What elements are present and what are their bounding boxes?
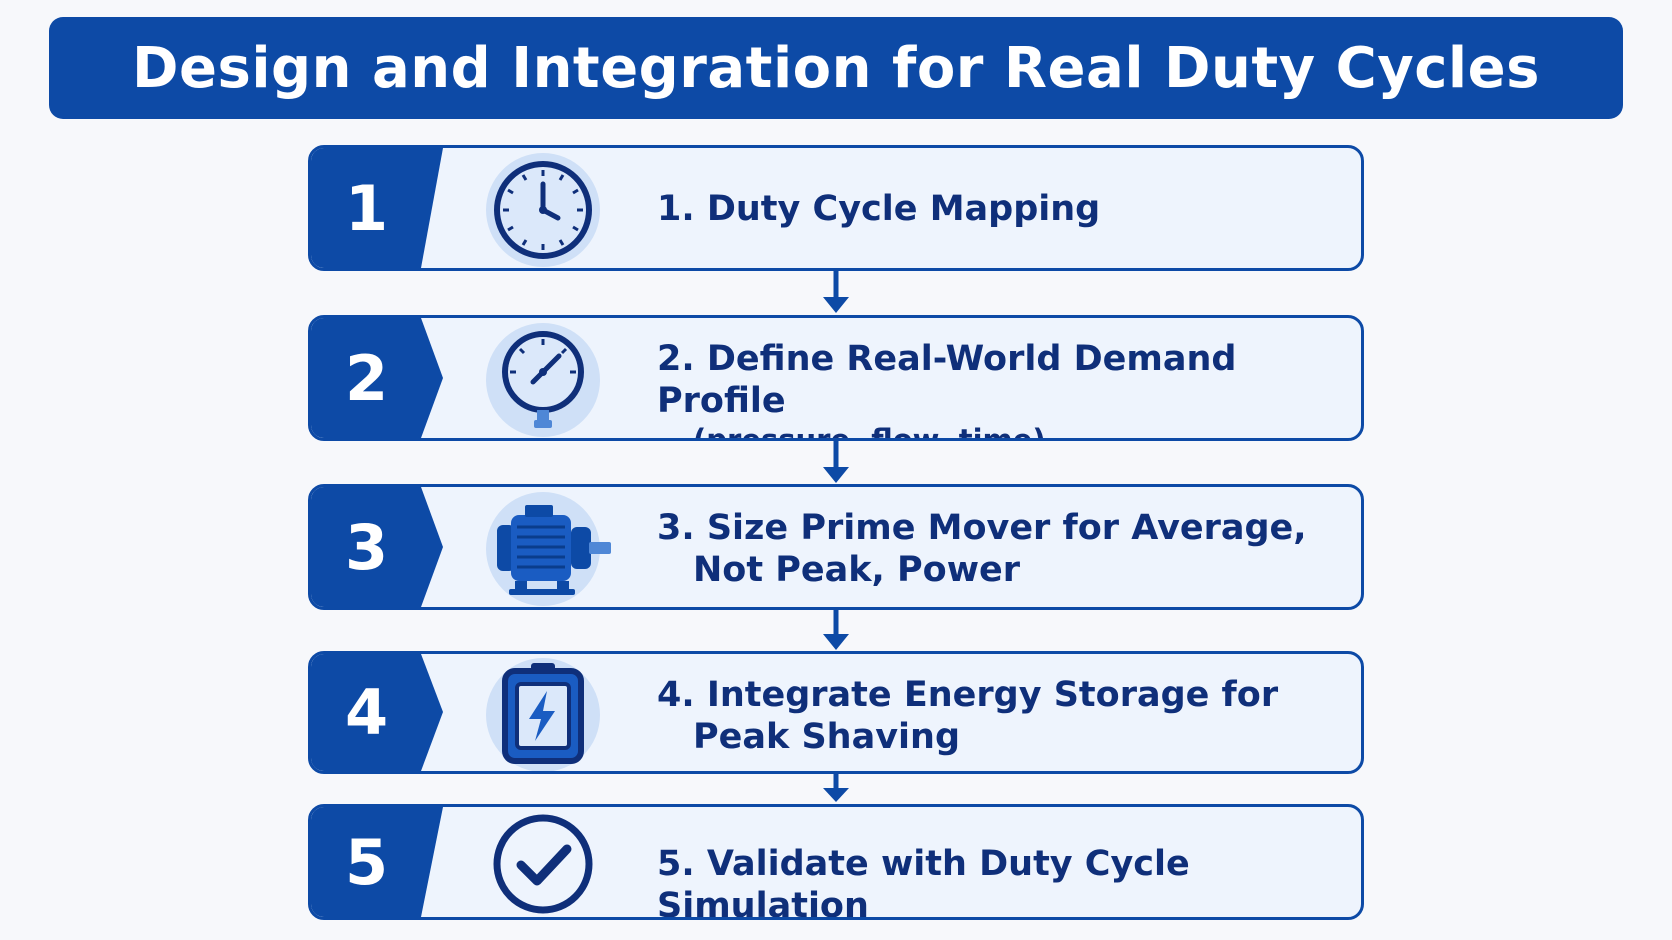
- step-title: 3. Size Prime Mover for Average,: [657, 508, 1307, 548]
- step-4-box: 4 4. Integrate Energy Storage for Peak S…: [308, 651, 1364, 774]
- page-title: Design and Integration for Real Duty Cyc…: [132, 35, 1540, 101]
- step-number: 1: [345, 171, 389, 245]
- step-1-box: 1 1. Duty Cycle Mapping: [308, 145, 1364, 271]
- step-label: 4. Integrate Energy Storage for Peak Sha…: [657, 674, 1278, 758]
- step-number: 2: [345, 341, 389, 415]
- step-label: 5. Validate with Duty Cycle Simulation: [657, 843, 1361, 920]
- checkmark-icon: [485, 807, 601, 917]
- step-title: 1. Duty Cycle Mapping: [657, 189, 1101, 229]
- step-title: 5. Validate with Duty Cycle Simulation: [657, 844, 1190, 920]
- step-number: 4: [345, 676, 389, 749]
- flow-arrow: [823, 774, 849, 802]
- step-title: 4. Integrate Energy Storage for: [657, 675, 1279, 715]
- flow-arrow: [823, 610, 849, 650]
- step-label: 1. Duty Cycle Mapping: [657, 188, 1100, 230]
- step-2-box: 2 2. Define Real-World Demand Profile (p…: [308, 315, 1364, 441]
- title-banner: Design and Integration for Real Duty Cyc…: [49, 17, 1623, 119]
- step-title-line2: Peak Shaving: [693, 717, 960, 757]
- step-number: 3: [345, 510, 389, 584]
- battery-icon: [485, 657, 601, 771]
- badge-background: [311, 148, 443, 268]
- pressure-gauge-icon: [485, 322, 601, 438]
- step-5-box: 5 5. Validate with Duty Cycle Simulation: [308, 804, 1364, 920]
- step-number: 5: [345, 825, 389, 899]
- step-number-badge: 4: [311, 654, 435, 771]
- flow-arrow: [823, 441, 849, 483]
- badge-background: [311, 318, 443, 438]
- step-label: 2. Define Real-World Demand Profile (pre…: [657, 338, 1361, 441]
- step-label: 3. Size Prime Mover for Average, Not Pea…: [657, 507, 1307, 591]
- motor-icon: [485, 491, 611, 607]
- step-title-line2: Not Peak, Power: [693, 550, 1021, 590]
- badge-background: [311, 807, 443, 917]
- step-number-badge: 2: [311, 318, 435, 438]
- step-number-badge: 5: [311, 807, 435, 917]
- badge-background: [311, 654, 443, 771]
- step-subtitle: (pressure, flow, time): [693, 423, 1046, 441]
- step-number-badge: 1: [311, 148, 435, 268]
- badge-background: [311, 487, 443, 607]
- clock-icon: [485, 152, 601, 268]
- step-number-badge: 3: [311, 487, 435, 607]
- step-3-box: 3 3. Size Prime Mover for Average, Not P…: [308, 484, 1364, 610]
- step-title: 2. Define Real-World Demand Profile: [657, 339, 1237, 421]
- flow-arrow: [823, 271, 849, 313]
